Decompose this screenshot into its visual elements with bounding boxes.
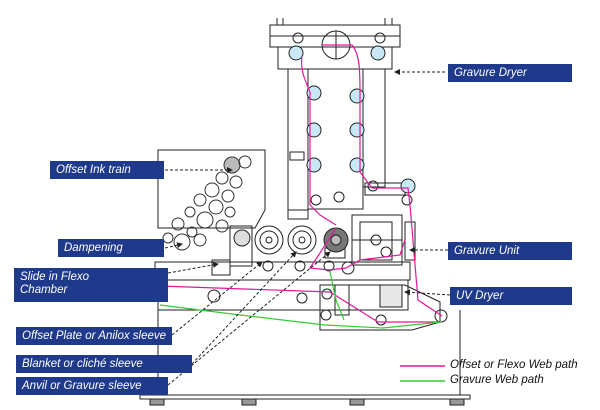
legend-offset-text: Offset or Flexo Web path	[450, 359, 578, 371]
label-slide-in-flexo-line2: Chamber	[20, 284, 68, 296]
label-slide-in-flexo-line1: Slide in Flexo	[20, 271, 90, 283]
gravure-dryer-tower	[269, 18, 416, 220]
leader-lines	[164, 69, 451, 386]
label-slide-in-flexo-chamber: Slide in Flexo Chamber	[14, 268, 168, 302]
label-gravure-unit: Gravure Unit	[448, 242, 572, 260]
legend-gravure-text: Gravure Web path	[450, 374, 544, 386]
label-blanket: Blanket or cliché sleeve	[16, 355, 192, 373]
label-dampening: Dampening	[58, 239, 164, 257]
offset-web-path	[159, 44, 443, 323]
gravure-web-path	[159, 271, 442, 329]
sleeve-cylinders	[207, 225, 448, 326]
label-uv-dryer: UV Dryer	[450, 287, 572, 305]
label-anvil: Anvil or Gravure sleeve	[16, 377, 168, 395]
label-offset-ink-train: Offset Ink train	[50, 161, 164, 179]
label-gravure-dryer: Gravure Dryer	[448, 64, 572, 82]
label-offset-plate: Offset Plate or Anilox sleeve	[16, 327, 172, 345]
